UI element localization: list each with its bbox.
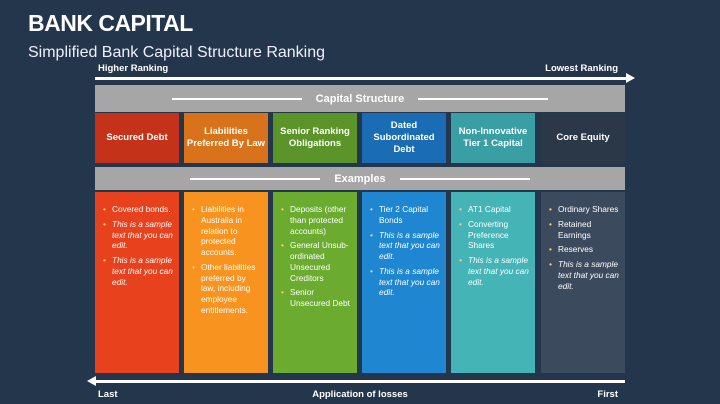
examples-list: Tier 2 Capital BondsThis is a sample tex… [370, 204, 440, 298]
examples-list: Deposits (other than protected accounts)… [281, 204, 351, 309]
arrow-head-right-icon [626, 73, 635, 83]
list-item: Senior Unsecured Debt [281, 287, 351, 309]
divider [171, 97, 302, 100]
examples-list: Liabilities in Australia in relation to … [192, 204, 262, 316]
last-label: Last [98, 389, 118, 400]
divider [399, 177, 530, 180]
arrow-head-left-icon [87, 376, 96, 386]
capital-structure-label: Capital Structure [315, 92, 405, 105]
slide-subtitle: Simplified Bank Capital Structure Rankin… [28, 44, 326, 61]
list-item: This is a sample text that you can edit. [103, 255, 173, 287]
column-header: Dated Subordinated Debt [362, 113, 446, 163]
list-item: AT1 Capital [459, 204, 529, 215]
higher-ranking-label: Higher Ranking [98, 63, 169, 74]
list-item: General Unsub-ordinated Unsecured Credit… [281, 240, 351, 283]
column-examples: Deposits (other than protected accounts)… [273, 192, 357, 373]
list-item: This is a sample text that you can edit. [103, 219, 173, 251]
examples-list: AT1 CapitalConverting Preference SharesT… [459, 204, 529, 287]
column-examples: AT1 CapitalConverting Preference SharesT… [451, 192, 535, 373]
column-examples: Tier 2 Capital BondsThis is a sample tex… [362, 192, 446, 373]
list-item: This is a sample text that you can edit. [459, 255, 529, 287]
column-examples: Ordinary SharesRetained EarningsReserves… [541, 192, 625, 373]
ranking-arrow [95, 73, 635, 83]
list-item: Tier 2 Capital Bonds [370, 204, 440, 226]
column-header: Core Equity [541, 113, 625, 163]
capital-structure-band: Capital Structure [95, 85, 625, 112]
examples-label: Examples [334, 172, 386, 185]
column-examples: Covered bonds. This is a sample text that… [95, 192, 179, 373]
list-item: Other liabilities preferred by law, incl… [192, 262, 262, 316]
first-label: First [597, 389, 618, 400]
list-item: Retained Earnings [549, 219, 619, 241]
list-item: Liabilities in Australia in relation to … [192, 204, 262, 258]
column-header: Secured Debt [95, 113, 179, 163]
losses-arrow [87, 376, 625, 386]
list-item: Reserves [549, 244, 619, 255]
list-item: Covered bonds. [103, 204, 173, 215]
examples-list: Covered bonds. This is a sample text that… [103, 204, 173, 287]
list-item: Converting Preference Shares [459, 219, 529, 251]
list-item: Deposits (other than protected accounts) [281, 204, 351, 236]
list-item: Ordinary Shares [549, 204, 619, 215]
examples-band: Examples [95, 167, 625, 190]
column-examples: Liabilities in Australia in relation to … [184, 192, 268, 373]
list-item: This is a sample text that you can edit. [370, 230, 440, 262]
lowest-ranking-label: Lowest Ranking [545, 63, 618, 74]
divider [418, 97, 549, 100]
list-item: This is a sample text that you can edit. [549, 259, 619, 291]
column-header: Non-Innovative Tier 1 Capital [451, 113, 535, 163]
slide-title: BANK CAPITAL [28, 10, 193, 36]
list-item: This is a sample text that you can edit. [370, 266, 440, 298]
column-header: Liabilities Preferred By Law [184, 113, 268, 163]
divider [190, 177, 321, 180]
application-of-losses-label: Application of losses [312, 389, 408, 400]
column-header: Senior Ranking Obligations [273, 113, 357, 163]
examples-list: Ordinary SharesRetained EarningsReserves… [549, 204, 619, 291]
